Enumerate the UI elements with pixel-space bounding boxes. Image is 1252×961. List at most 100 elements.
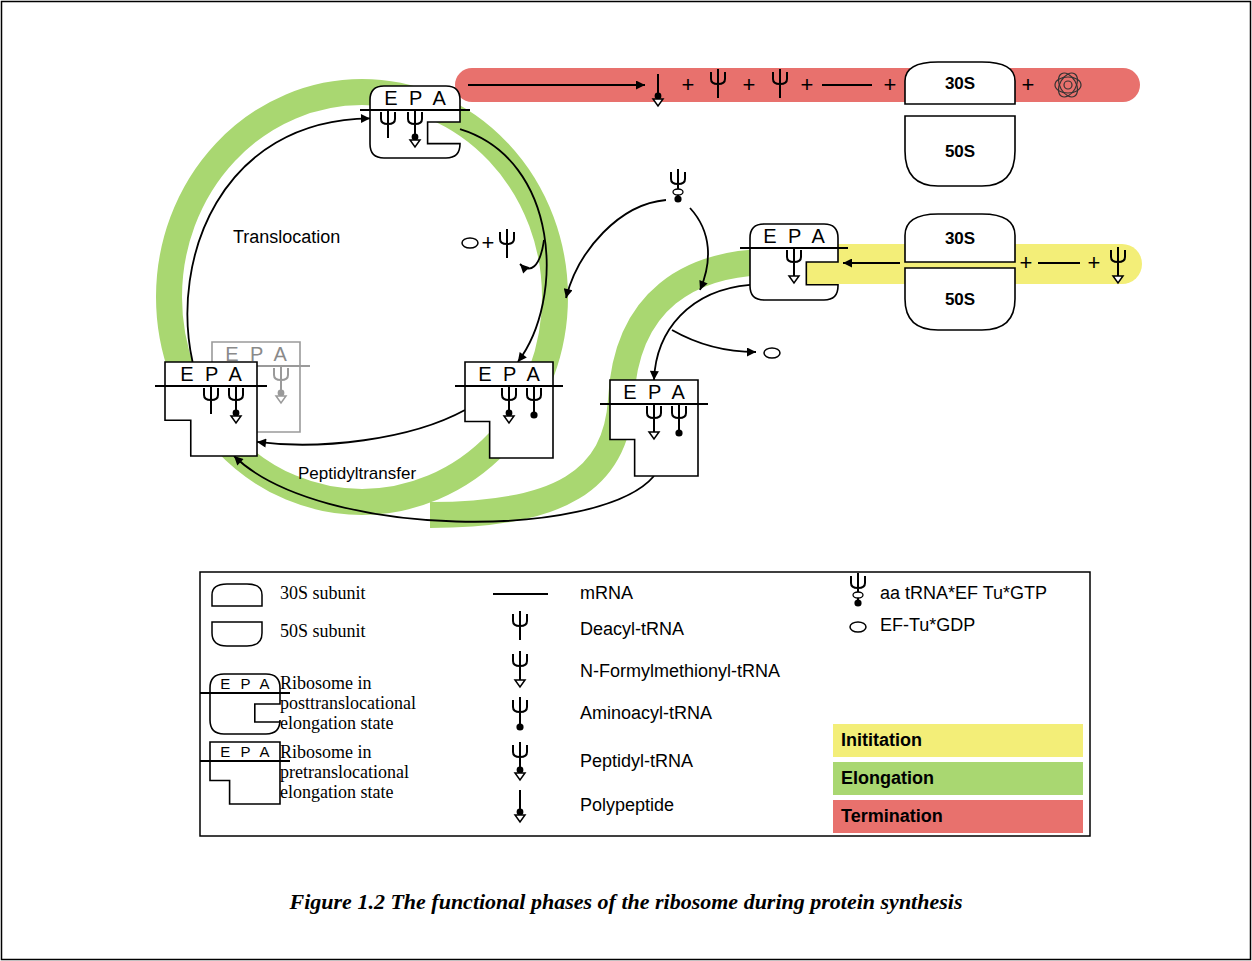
ef-tu-gdp-symbol xyxy=(850,622,866,632)
mrna-line xyxy=(1038,262,1080,264)
legend-text: Ribosome in pretranslocational elongatio… xyxy=(280,743,480,802)
amino-trna-symbol xyxy=(672,403,686,437)
legend-swatch: Elongation xyxy=(833,762,1083,795)
subunit-label: 30S xyxy=(945,229,975,248)
site-letters: E P A xyxy=(475,363,543,385)
termination-arrow xyxy=(468,84,645,86)
ribosome-pre: E P A xyxy=(165,362,257,456)
legend-entry: Ribosome in pretranslocational elongatio… xyxy=(280,743,480,802)
elongation-band xyxy=(430,262,772,515)
legend-text: Elongation xyxy=(841,768,934,789)
aminoacyl-trna-symbol xyxy=(513,697,527,731)
plus-sign: + xyxy=(743,74,756,96)
cup-outline xyxy=(905,268,1015,330)
plus-sign: + xyxy=(801,74,814,96)
legend-entry: Polypeptide xyxy=(580,796,674,816)
plus-sign: + xyxy=(1020,252,1033,274)
dome-outline xyxy=(905,214,1015,262)
ternary-complex-symbol xyxy=(673,189,683,195)
subunit-30s: 30S xyxy=(905,62,1015,104)
release-factor-symbol xyxy=(1055,70,1082,101)
subunit-50s: 50S xyxy=(905,268,1015,330)
peptidyl-trna-symbol xyxy=(229,385,243,423)
deacyl-trna-symbol xyxy=(773,69,787,98)
peptidyl-trna-symbol xyxy=(408,109,422,147)
post-outline xyxy=(210,674,280,734)
legend-entry: N-Formylmethionyl-tRNA xyxy=(580,662,780,682)
plus-sign: + xyxy=(1022,74,1035,96)
legend-entry: aa tRNA*EF Tu*GTP xyxy=(880,584,1047,604)
legend-entry: Peptidyl-tRNA xyxy=(580,752,693,772)
plus-sign: + xyxy=(1088,252,1101,274)
pre-outline xyxy=(465,362,553,458)
site-letters: E P A xyxy=(381,87,449,109)
polypeptide-symbol xyxy=(515,790,525,822)
deacyl-trna-symbol xyxy=(204,385,218,414)
subunit-label: 30S xyxy=(945,74,975,93)
amino-trna-symbol xyxy=(527,385,541,419)
legend-text: EF-Tu*GDP xyxy=(880,616,975,636)
legend-frame xyxy=(200,572,1090,836)
legend-text: 30S subunit xyxy=(280,584,366,604)
delivery-arrow xyxy=(690,208,708,290)
initiation-arrow xyxy=(843,262,900,264)
legend-text: Polypeptide xyxy=(580,796,674,816)
deacyl-trna-symbol xyxy=(381,109,395,138)
deacyl-trna-symbol xyxy=(513,611,527,640)
legend-swatch: Termination xyxy=(833,800,1083,833)
mrna-line xyxy=(200,760,290,762)
legend-ribosome-pre: E P A xyxy=(210,742,280,804)
legend-entry: EF-Tu*GDP xyxy=(880,616,975,636)
figure-caption: Figure 1.2 The functional phases of the … xyxy=(0,890,1252,914)
pre-outline xyxy=(165,362,257,456)
subunit-30s-symbol xyxy=(212,584,262,606)
flow-arrow xyxy=(460,129,547,362)
termination-band xyxy=(455,68,1140,102)
legend-entry: 50S subunit xyxy=(280,622,366,642)
phase-label: Translocation xyxy=(233,228,340,248)
legend-text: Peptidyl-tRNA xyxy=(580,752,693,772)
mrna-line xyxy=(822,84,872,86)
legend-entry: 30S subunit xyxy=(280,584,366,604)
subunit-label: 50S xyxy=(945,290,975,309)
legend-text: aa tRNA*EF Tu*GTP xyxy=(880,584,1047,604)
fmet-trna-symbol xyxy=(1111,247,1125,283)
legend-text: 50S subunit xyxy=(280,622,366,642)
legend-swatch: Inititation xyxy=(833,724,1083,757)
legend-entry: Deacyl-tRNA xyxy=(580,620,684,640)
subunit-label: 50S xyxy=(945,142,975,161)
site-letters: E P A xyxy=(760,225,828,247)
legend-text: Ribosome in posttranslocational elongati… xyxy=(280,674,480,733)
phase-label: Peptidyltransfer xyxy=(298,465,416,484)
peptidyl-trna-symbol xyxy=(502,385,516,423)
deacyl-trna-symbol xyxy=(711,69,725,98)
peptidyl-trna-symbol xyxy=(274,365,288,403)
plus-sign: + xyxy=(884,74,897,96)
post-outline xyxy=(750,224,838,300)
fmet-trna-symbol xyxy=(787,247,801,283)
flow-arrow xyxy=(187,118,370,362)
legend-text: Aminoacyl-tRNA xyxy=(580,704,712,724)
legend-entry: Ribosome in posttranslocational elongati… xyxy=(280,674,480,733)
plus-sign: + xyxy=(482,232,495,254)
subunit-50s: 50S xyxy=(905,116,1015,186)
site-letters: E P A xyxy=(217,743,272,760)
delivery-arrow xyxy=(566,200,666,298)
subunit-50s-symbol xyxy=(212,622,262,646)
legend-entry: Aminoacyl-tRNA xyxy=(580,704,712,724)
ef-tu-gdp-symbol xyxy=(462,238,478,248)
cup-outline xyxy=(905,116,1015,186)
flow-arrow xyxy=(234,456,654,522)
legend-entry: mRNA xyxy=(580,584,633,604)
deacyl-trna-symbol xyxy=(500,229,514,258)
peptidyl-trna-symbol xyxy=(513,742,527,780)
legend-text: Deacyl-tRNA xyxy=(580,620,684,640)
fmet-trna-symbol xyxy=(647,403,661,439)
ternary-complex-symbol xyxy=(851,573,865,607)
polypeptide-symbol xyxy=(653,74,663,106)
pre-outline xyxy=(610,380,698,476)
subunit-30s: 30S xyxy=(905,214,1015,262)
legend-text: Inititation xyxy=(841,730,922,751)
mrna-symbol xyxy=(493,593,548,595)
